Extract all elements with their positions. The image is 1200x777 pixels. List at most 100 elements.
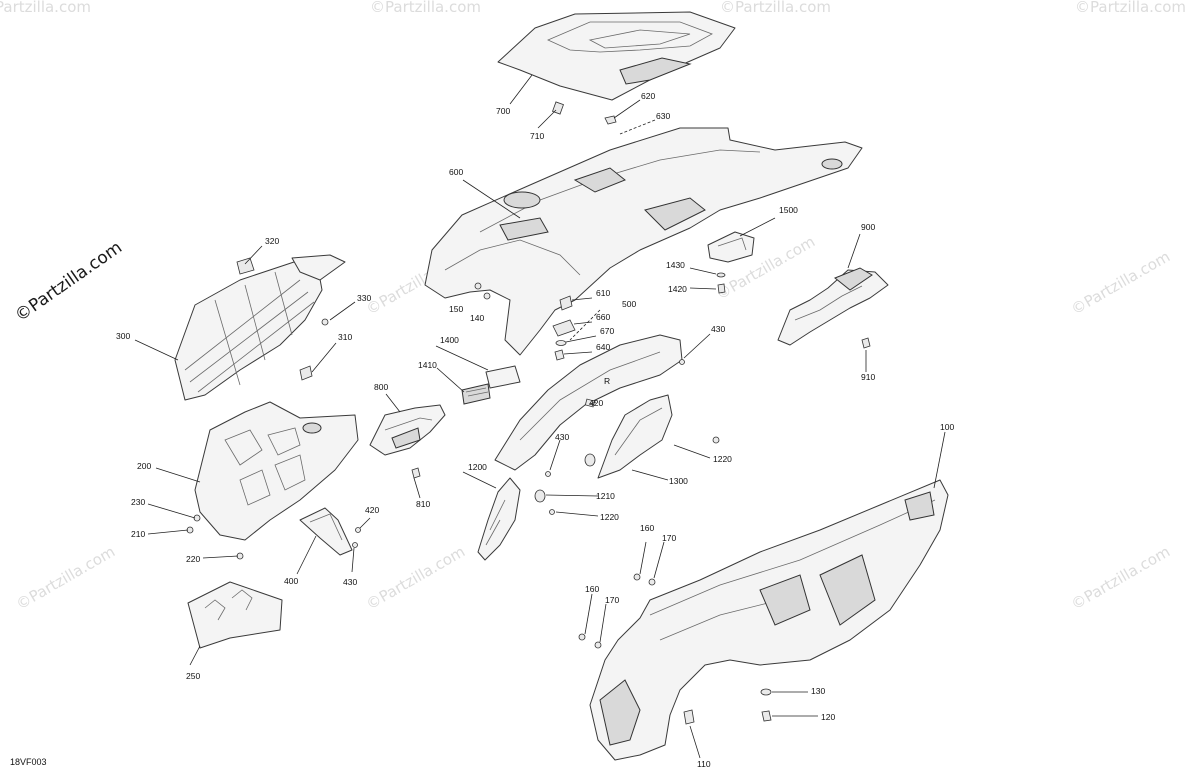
part-620-screw[interactable] [604, 115, 617, 125]
callout-1500[interactable]: 1500 [779, 205, 798, 215]
part-1200-mount[interactable] [477, 477, 521, 561]
callout-400[interactable]: 400 [284, 576, 298, 586]
part-1410-pad[interactable] [461, 383, 491, 405]
callout-800[interactable]: 800 [374, 382, 388, 392]
callout-500[interactable]: 500 [622, 299, 636, 309]
part-320-clip[interactable] [236, 257, 255, 275]
part-1420-screw[interactable] [717, 283, 726, 294]
callout-600[interactable]: 600 [449, 167, 463, 177]
callout-910[interactable]: 910 [861, 372, 875, 382]
watermark-tile: ©Partzilla.com [1075, 0, 1186, 16]
part-250-plate[interactable] [187, 581, 283, 649]
callout-labels: 700 710 620 630 600 320 330 310 300 150 … [116, 91, 954, 769]
callout-810[interactable]: 810 [416, 499, 430, 509]
part-330-fastener[interactable] [321, 318, 329, 326]
part-140-fastener[interactable] [483, 292, 491, 300]
callout-660[interactable]: 660 [596, 312, 610, 322]
callout-900[interactable]: 900 [861, 222, 875, 232]
callout-1200[interactable]: 1200 [468, 462, 487, 472]
callout-640[interactable]: 640 [596, 342, 610, 352]
part-810-screw[interactable] [411, 467, 421, 479]
callout-120[interactable]: 120 [821, 712, 835, 722]
callout-1220a[interactable]: 1220 [713, 454, 732, 464]
part-1430-washer[interactable] [716, 272, 726, 278]
callout-1420[interactable]: 1420 [668, 284, 687, 294]
part-910-screw[interactable] [861, 337, 871, 349]
callout-310[interactable]: 310 [338, 332, 352, 342]
callout-330[interactable]: 330 [357, 293, 371, 303]
part-170-washer-b[interactable] [594, 641, 602, 649]
callout-250[interactable]: 250 [186, 671, 200, 681]
part-160-screw-b[interactable] [578, 633, 586, 641]
callout-210[interactable]: 210 [131, 529, 145, 539]
callout-230[interactable]: 230 [131, 497, 145, 507]
callout-1400[interactable]: 1400 [440, 335, 459, 345]
part-120-screw[interactable] [761, 710, 772, 722]
part-1220-nut-a[interactable] [712, 436, 720, 444]
part-420-clip-b[interactable] [584, 398, 596, 408]
watermark-tile: ©Partzilla.com [1068, 542, 1173, 613]
callout-200[interactable]: 200 [137, 461, 151, 471]
callout-130[interactable]: 130 [811, 686, 825, 696]
callout-220[interactable]: 220 [186, 554, 200, 564]
part-600-hood-panel[interactable] [424, 127, 863, 356]
part-1220-nut-b[interactable] [549, 509, 555, 515]
part-700-upper-cover[interactable] [497, 11, 736, 101]
partzilla-watermark: ©Partzilla.com [11, 238, 126, 327]
hardware-stack-610-640[interactable] [552, 295, 576, 361]
callout-100[interactable]: 100 [940, 422, 954, 432]
part-310-clip[interactable] [299, 365, 313, 381]
callout-170a[interactable]: 170 [662, 533, 676, 543]
callout-610[interactable]: 610 [596, 288, 610, 298]
watermark-tile: ©Partzilla.com [720, 0, 831, 16]
callout-430c[interactable]: 430 [711, 324, 725, 334]
part-170-washer-a[interactable] [648, 578, 656, 586]
part-400-bracket[interactable] [299, 507, 353, 556]
part-1210-grommet-a[interactable] [584, 453, 596, 467]
part-130-washer[interactable] [760, 688, 772, 696]
callout-1430[interactable]: 1430 [666, 260, 685, 270]
callout-160a[interactable]: 160 [640, 523, 654, 533]
part-1210-grommet-b[interactable] [534, 489, 546, 503]
watermark-tile: ©Partzilla.com [363, 542, 468, 613]
callout-670[interactable]: 670 [600, 326, 614, 336]
part-800-light-module[interactable] [369, 404, 446, 456]
part-900-mount-assembly[interactable] [777, 267, 889, 346]
part-420-clip[interactable] [355, 527, 361, 533]
callout-700[interactable]: 700 [496, 106, 510, 116]
callout-140[interactable]: 140 [470, 313, 484, 323]
part-110-nut[interactable] [683, 709, 695, 725]
callout-1220b[interactable]: 1220 [600, 512, 619, 522]
part-430-nut-c[interactable] [679, 359, 685, 365]
callout-430b[interactable]: 430 [343, 577, 357, 587]
callout-170b[interactable]: 170 [605, 595, 619, 605]
part-1400-connector[interactable] [485, 365, 521, 389]
callout-110[interactable]: 110 [697, 759, 711, 769]
callout-160b[interactable]: 160 [585, 584, 599, 594]
part-100-lower-fascia[interactable] [589, 479, 949, 761]
part-300-grille[interactable] [174, 254, 346, 401]
part-150-fastener[interactable] [474, 282, 482, 290]
callout-320[interactable]: 320 [265, 236, 279, 246]
part-160-screw-a[interactable] [633, 573, 641, 581]
callout-1300[interactable]: 1300 [669, 476, 688, 486]
callout-150[interactable]: 150 [449, 304, 463, 314]
part-430-nut[interactable] [352, 542, 358, 548]
callout-1210[interactable]: 1210 [596, 491, 615, 501]
callout-620[interactable]: 620 [641, 91, 655, 101]
callout-300[interactable]: 300 [116, 331, 130, 341]
callout-710[interactable]: 710 [530, 131, 544, 141]
callout-1410[interactable]: 1410 [418, 360, 437, 370]
callout-420a[interactable]: 420 [589, 398, 603, 408]
svg-text:R: R [604, 376, 610, 386]
part-200-lower-panel[interactable] [194, 401, 359, 541]
part-1500-bracket[interactable] [707, 231, 755, 263]
part-1300-bracket[interactable] [597, 394, 673, 479]
callout-430a[interactable]: 430 [555, 432, 569, 442]
callout-420b[interactable]: 420 [365, 505, 379, 515]
part-430-nut-b[interactable] [545, 471, 551, 477]
callout-630[interactable]: 630 [656, 111, 670, 121]
watermark-tile: ©Partzilla.com [13, 542, 118, 613]
